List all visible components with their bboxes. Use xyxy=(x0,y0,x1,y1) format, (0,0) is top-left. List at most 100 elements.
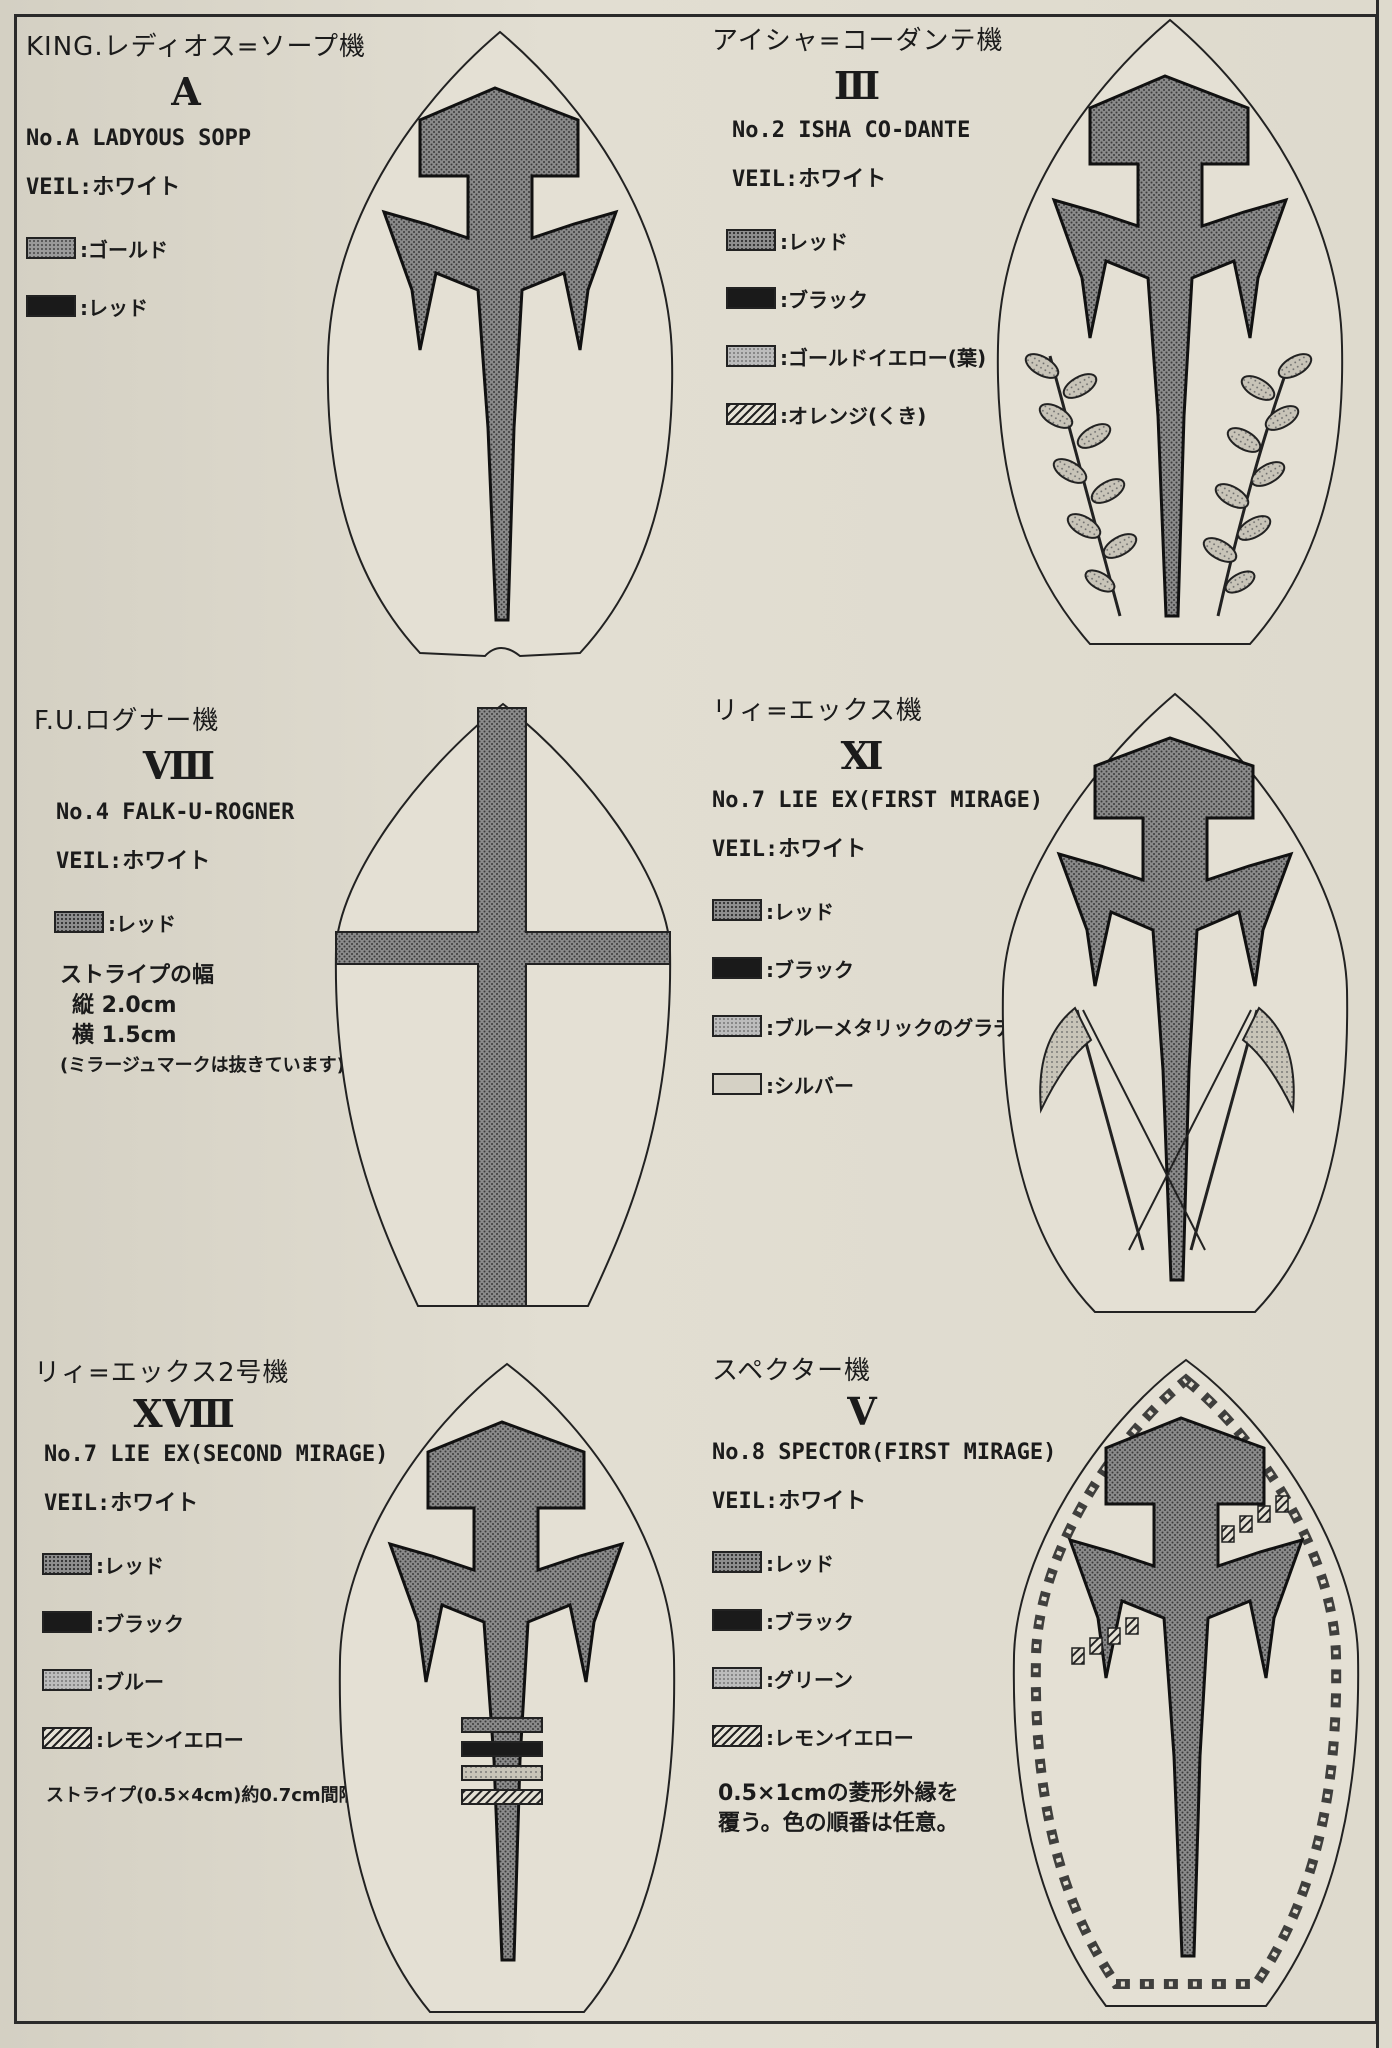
shield-lie-second-emblem xyxy=(338,1362,676,2013)
legend-item: :シルバー xyxy=(712,1055,1052,1113)
model-code: No.7 LIE EX(FIRST MIRAGE) xyxy=(712,788,1044,813)
roman-numeral: XⅧ xyxy=(133,1391,235,1436)
panel-falk: F.U.ログナー機 Ⅷ No.4 FALK-U-ROGNER VEIL:ホワイト… xyxy=(34,700,354,1077)
legend-item: :ブルー xyxy=(42,1651,394,1709)
swatch-black xyxy=(26,295,76,317)
roman-numeral: Ⅺ xyxy=(840,733,884,778)
legend-label: :ゴールドイエロー(葉) xyxy=(780,345,987,370)
panel-title: アイシャ=コーダンテ機 xyxy=(712,26,1004,56)
swatch-light xyxy=(42,1669,92,1691)
swatch-light xyxy=(726,345,776,367)
legend-label: :レモンイエロー xyxy=(766,1725,914,1750)
legend-item: :ブラック xyxy=(726,269,1052,327)
legend-item: :レッド xyxy=(726,211,1052,269)
swatch-black xyxy=(42,1611,92,1633)
shield-ladyous-emblem xyxy=(326,30,674,658)
crossed-scythes xyxy=(1039,1006,1295,1251)
note-line: 0.5×1cmの菱形外縁を xyxy=(718,1781,959,1806)
swatch-black xyxy=(712,1609,762,1631)
swatch-hatch xyxy=(726,403,776,425)
horizontal-stripes xyxy=(461,1717,543,1805)
legend-item: :レッド xyxy=(712,1533,1052,1591)
legend-item: :レッド xyxy=(54,893,354,951)
color-legend: :レッド xyxy=(34,893,354,951)
legend-item: :レモンイエロー xyxy=(42,1709,394,1767)
page-edge-line xyxy=(1376,0,1379,2048)
veil-color: VEIL:ホワイト xyxy=(56,849,211,874)
veil-color: VEIL:ホワイト xyxy=(712,1489,867,1514)
panel-lie-second: リィ=エックス2号機 XⅧ No.7 LIE EX(SECOND MIRAGE)… xyxy=(34,1352,394,1807)
stripe-vertical: 縦 2.0cm xyxy=(72,993,177,1018)
legend-item: :レッド xyxy=(26,277,366,335)
model-code: No.8 SPECTOR(FIRST MIRAGE) xyxy=(712,1440,1057,1465)
veil-color: VEIL:ホワイト xyxy=(732,167,887,192)
legend-label: :レッド xyxy=(96,1553,164,1578)
legend-label: :ブラック xyxy=(96,1611,184,1636)
laurel-right xyxy=(1202,353,1313,617)
swatch-red xyxy=(54,911,104,933)
shield-falk-cross xyxy=(334,702,672,1307)
panel-isha: アイシャ=コーダンテ機 Ⅲ No.2 ISHA CO-DANTE VEIL:ホワ… xyxy=(712,20,1052,443)
legend-label: :ブラック xyxy=(766,1609,854,1634)
shield-spector-emblem xyxy=(1012,1358,1360,2007)
color-legend: :レッド :ブラック :グリーン :レモンイエロー xyxy=(712,1533,1052,1765)
panel-title: リィ=エックス機 xyxy=(712,696,924,726)
model-code: No.4 FALK-U-ROGNER xyxy=(56,800,295,825)
legend-label: :グリーン xyxy=(766,1667,853,1692)
stripe-horizontal: 横 1.5cm xyxy=(72,1023,177,1048)
veil-color: VEIL:ホワイト xyxy=(44,1491,199,1516)
legend-label: :レッド xyxy=(766,899,834,924)
legend-label: :ブルー xyxy=(96,1669,164,1694)
color-legend: :ゴールド :レッド xyxy=(26,219,366,335)
veil-color: VEIL:ホワイト xyxy=(712,837,867,862)
legend-label: :オレンジ(くき) xyxy=(780,403,927,428)
legend-item: :レッド xyxy=(42,1535,394,1593)
roman-numeral: Ⅴ xyxy=(847,1389,877,1434)
legend-item: :ブラック xyxy=(712,939,1052,997)
legend-label: :レッド xyxy=(80,295,148,320)
legend-label: :レッド xyxy=(780,229,848,254)
swatch-hatch xyxy=(42,1727,92,1749)
legend-item: :ゴールド xyxy=(26,219,366,277)
legend-item: :ブラック xyxy=(712,1591,1052,1649)
color-legend: :レッド :ブラック :ブルーメタリックのグラデーション :シルバー xyxy=(712,881,1093,1113)
legend-item: :ゴールドイエロー(葉) xyxy=(726,327,1052,385)
legend-label: :シルバー xyxy=(766,1073,854,1098)
roman-numeral: A xyxy=(171,69,201,114)
shield-lie-first-emblem xyxy=(1001,692,1349,1313)
note-line: 覆う。色の順番は任意。 xyxy=(718,1811,959,1836)
legend-item: :オレンジ(くき) xyxy=(726,385,1052,443)
swatch-red xyxy=(42,1553,92,1575)
diamond-border-inner xyxy=(1071,1495,1289,1665)
model-code: No.7 LIE EX(SECOND MIRAGE) xyxy=(44,1442,389,1467)
stripe-spec: ストライプの幅 縦 2.0cm 横 1.5cm (ミラージュマークは抜きています… xyxy=(34,961,354,1077)
spector-note: 0.5×1cmの菱形外縁を 覆う。色の順番は任意。 xyxy=(712,1779,1052,1839)
panel-lie-first: リィ=エックス機 Ⅺ No.7 LIE EX(FIRST MIRAGE) VEI… xyxy=(712,690,1093,1113)
legend-item: :レッド xyxy=(712,881,1052,939)
swatch-red xyxy=(712,899,762,921)
model-code: No.A LADYOUS SOPP xyxy=(26,126,252,151)
swatch-black xyxy=(712,957,762,979)
color-legend: :レッド :ブラック :ゴールドイエロー(葉) :オレンジ(くき) xyxy=(712,211,1052,443)
swatch-hatch xyxy=(712,1725,762,1747)
legend-label: :レモンイエロー xyxy=(96,1727,244,1752)
legend-label: :ブラック xyxy=(780,287,868,312)
shield-isha-emblem xyxy=(996,18,1344,645)
legend-item: :グリーン xyxy=(712,1649,1052,1707)
laurel-left xyxy=(1024,353,1138,617)
legend-item: :レモンイエロー xyxy=(712,1707,1052,1765)
swatch-gold xyxy=(26,237,76,259)
panel-title: KING.レディオス=ソープ機 xyxy=(26,32,366,62)
swatch-red xyxy=(712,1551,762,1573)
legend-label: :ゴールド xyxy=(80,237,168,262)
roman-numeral: Ⅲ xyxy=(833,63,881,108)
stripe-note: (ミラージュマークは抜きています) xyxy=(60,1055,345,1076)
color-legend: :レッド :ブラック :ブルー :レモンイエロー xyxy=(34,1535,394,1767)
roman-numeral: Ⅷ xyxy=(142,743,216,788)
legend-label: :ブラック xyxy=(766,957,854,982)
legend-item: :ブラック xyxy=(42,1593,394,1651)
swatch-light xyxy=(712,1667,762,1689)
panel-ladyous: KING.レディオス=ソープ機 A No.A LADYOUS SOPP VEIL… xyxy=(26,26,366,335)
veil-color: VEIL:ホワイト xyxy=(26,175,181,200)
swatch-silver xyxy=(712,1073,762,1095)
